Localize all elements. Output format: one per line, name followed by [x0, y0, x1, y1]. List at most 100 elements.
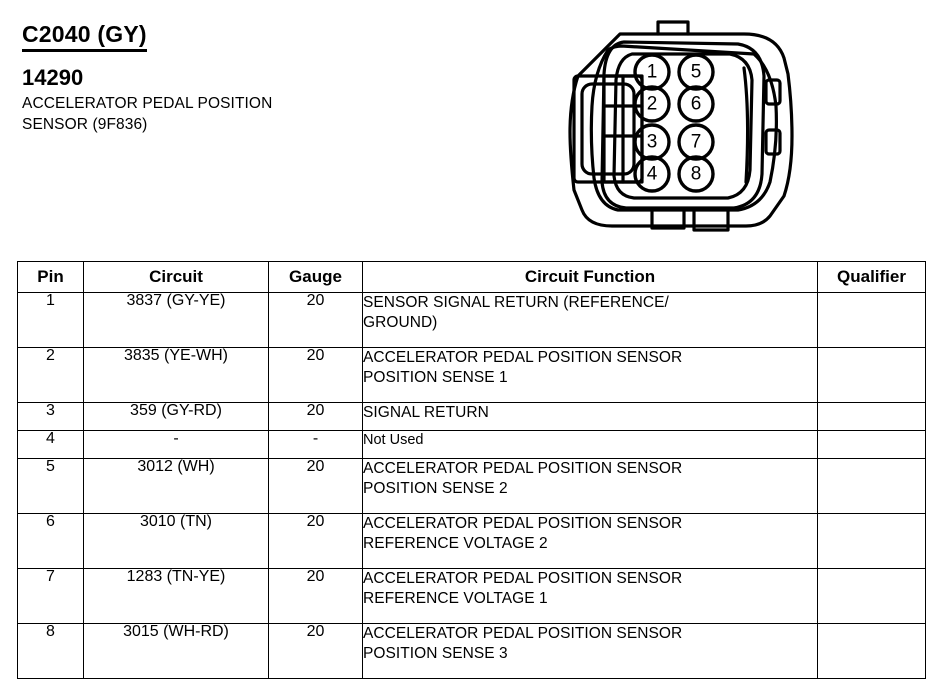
pin-cavity-1	[633, 53, 671, 91]
cell-circuit-function: SENSOR SIGNAL RETURN (REFERENCE/GROUND)	[362, 292, 818, 348]
pin-number-4: 4	[647, 164, 658, 185]
cell-circuit: 3015 (WH-RD)	[83, 623, 269, 679]
pin-number-2: 2	[647, 94, 658, 115]
cell-qualifier	[817, 623, 926, 679]
pin-cavity-8	[677, 155, 715, 193]
cell-qualifier	[817, 402, 926, 431]
connector-outline-svg: 1 2 3 4 5 6 7 8	[568, 20, 794, 232]
cell-qualifier	[817, 568, 926, 624]
pin-table-container: Pin Circuit Gauge Circuit Function Quali…	[17, 261, 926, 679]
table-row: 4--Not Used	[17, 430, 926, 459]
cell-circuit-function: ACCELERATOR PEDAL POSITION SENSOR POSITIO…	[362, 347, 818, 403]
cell-pin: 4	[17, 430, 84, 459]
function-line-1: ACCELERATOR PEDAL POSITION SENSOR	[363, 570, 683, 587]
pin-assignment-table: Pin Circuit Gauge Circuit Function Quali…	[17, 261, 926, 679]
pin-cavity-3	[633, 123, 671, 161]
cell-pin: 3	[17, 402, 84, 431]
function-line-2: GROUND)	[363, 313, 438, 331]
cell-qualifier	[817, 430, 926, 459]
function-line-2: POSITION SENSE 3	[363, 644, 508, 662]
function-line-2: POSITION SENSE 2	[363, 479, 508, 497]
page-title: C2040 (GY)	[22, 21, 502, 52]
connector-pin-housing	[600, 40, 766, 210]
component-description: ACCELERATOR PEDAL POSITION SENSOR (9F836…	[22, 94, 502, 136]
cell-pin: 1	[17, 292, 84, 348]
pin-number-8: 8	[691, 164, 702, 185]
cell-circuit: -	[83, 430, 269, 459]
column-header-qualifier: Qualifier	[817, 261, 926, 293]
pin-number-6: 6	[691, 94, 702, 115]
connector-right-notch-upper	[764, 78, 782, 106]
connector-bottom-tab-left	[650, 208, 686, 230]
cell-circuit: 3010 (TN)	[83, 513, 269, 569]
pin-number-1: 1	[647, 62, 658, 83]
cell-circuit: 3835 (YE-WH)	[83, 347, 269, 403]
cell-circuit: 3837 (GY-YE)	[83, 292, 269, 348]
connector-header: C2040 (GY) 14290 ACCELERATOR PEDAL POSIT…	[22, 21, 502, 136]
cell-circuit: 3012 (WH)	[83, 458, 269, 514]
column-header-pin: Pin	[17, 261, 84, 293]
component-code: 14290	[22, 64, 84, 90]
connector-housing-recess	[612, 52, 754, 200]
connector-inner-shell	[589, 44, 778, 212]
connector-top-tab	[656, 20, 690, 36]
function-line-1: ACCELERATOR PEDAL POSITION SENSOR	[363, 515, 683, 532]
cell-gauge: 20	[268, 347, 363, 403]
pin-number-3: 3	[647, 132, 658, 153]
connector-lock-block-inner	[580, 82, 636, 176]
cell-circuit: 359 (GY-RD)	[83, 402, 269, 431]
pin-number-5: 5	[691, 62, 702, 83]
connector-right-inner-rib	[742, 66, 750, 184]
component-description-line-2: SENSOR (9F836)	[22, 115, 148, 133]
connector-pin-group-right: 5 6 7 8	[677, 53, 715, 193]
connector-diagram: 1 2 3 4 5 6 7 8	[548, 14, 800, 236]
function-line-1: ACCELERATOR PEDAL POSITION SENSOR	[363, 625, 683, 642]
connector-outer-body	[568, 32, 794, 228]
function-line-1: SIGNAL RETURN	[363, 404, 489, 421]
function-line-2: POSITION SENSE 1	[363, 368, 508, 386]
pin-cavity-6	[677, 85, 715, 123]
cell-circuit-function: Not Used	[362, 430, 818, 459]
pin-number-7: 7	[691, 132, 702, 153]
component-description-line-1: ACCELERATOR PEDAL POSITION	[22, 94, 273, 112]
function-line-1: Not Used	[363, 432, 424, 448]
cell-pin: 8	[17, 623, 84, 679]
pin-cavity-7	[677, 123, 715, 161]
cell-gauge: -	[268, 430, 363, 459]
cell-qualifier	[817, 458, 926, 514]
cell-gauge: 20	[268, 623, 363, 679]
cell-pin: 7	[17, 568, 84, 624]
function-line-1: ACCELERATOR PEDAL POSITION SENSOR	[363, 460, 683, 477]
connector-title: C2040 (GY)	[22, 21, 147, 52]
function-line-2: REFERENCE VOLTAGE 2	[363, 534, 548, 552]
cell-circuit-function: ACCELERATOR PEDAL POSITION SENSOR REFEREN…	[362, 513, 818, 569]
pin-cavity-2	[633, 85, 671, 123]
cell-qualifier	[817, 292, 926, 348]
cell-gauge: 20	[268, 458, 363, 514]
function-line-1: ACCELERATOR PEDAL POSITION SENSOR	[363, 349, 683, 366]
cell-circuit-function: ACCELERATOR PEDAL POSITION SENSOR REFEREN…	[362, 568, 818, 624]
function-line-2: REFERENCE VOLTAGE 1	[363, 589, 548, 607]
pin-cavity-4	[633, 155, 671, 193]
connector-right-notch-lower	[764, 128, 782, 156]
cell-qualifier	[817, 513, 926, 569]
cell-gauge: 20	[268, 568, 363, 624]
cell-gauge: 20	[268, 402, 363, 431]
connector-lock-block-outer	[572, 74, 644, 184]
column-header-circuit: Circuit	[83, 261, 269, 293]
pin-cavity-5	[677, 53, 715, 91]
column-header-circuit-function: Circuit Function	[362, 261, 818, 293]
function-line-1: SENSOR SIGNAL RETURN (REFERENCE/	[363, 294, 669, 311]
cell-qualifier	[817, 347, 926, 403]
cell-circuit: 1283 (TN-YE)	[83, 568, 269, 624]
connector-pin-group-left: 1 2 3 4	[633, 53, 671, 193]
table-header-row: Pin Circuit Gauge Circuit Function Quali…	[17, 261, 926, 293]
